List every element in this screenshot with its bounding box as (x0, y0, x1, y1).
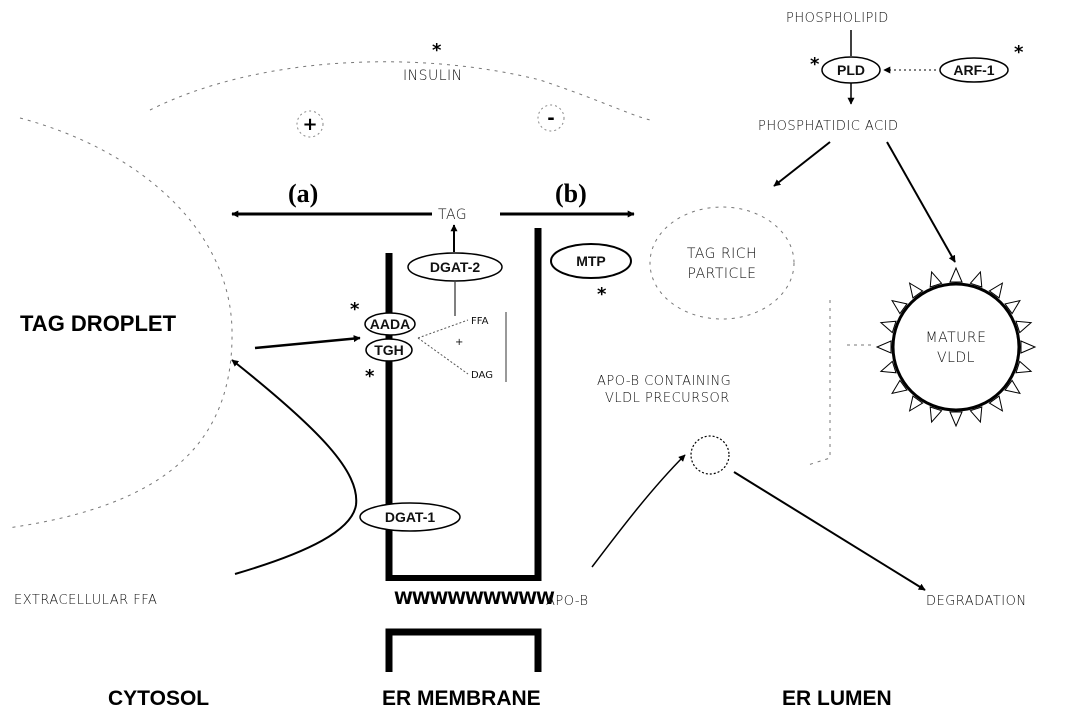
phosphatidic-acid-label: PHOSPHATIDIC ACID (758, 119, 899, 134)
er-membrane-channel-lower (389, 632, 538, 672)
aada-label: AADA (370, 316, 410, 332)
cytosol-label: CYTOSOL (108, 687, 209, 710)
tgh-label: TGH (374, 342, 404, 358)
plus-label: + (455, 337, 463, 348)
lumen-dotted-bracket (808, 300, 830, 465)
mature-vldl-label-2: VLDL (937, 350, 975, 366)
arrow-ffa-to-droplet (232, 360, 356, 574)
apo-b-precursor-label-1: APO-B CONTAINING (597, 374, 731, 389)
insulin-regulation-arc (150, 62, 650, 120)
dag-label: DAG (471, 370, 493, 381)
apo-b-chain: WWWWWWWWW (394, 589, 555, 609)
tag-rich-particle-outline (650, 207, 794, 319)
hydrolysis-to-ffa-line (418, 320, 468, 338)
apoprotein-spike (877, 341, 891, 353)
apo-b-precursor-particle (691, 436, 729, 474)
extracellular-ffa-label: EXTRACELLULAR FFA (14, 593, 157, 608)
arrow-apo-b-to-precursor (592, 455, 685, 567)
er-membrane-label: ER MEMBRANE (382, 687, 541, 710)
pld-label: PLD (837, 62, 865, 78)
dgat2-label: DGAT-2 (430, 259, 481, 275)
tgh-star: * (365, 366, 375, 387)
dgat1-label: DGAT-1 (385, 509, 436, 525)
mature-vldl-particle (893, 284, 1019, 410)
tag-label: TAG (438, 207, 467, 223)
mtp-label: MTP (576, 253, 606, 269)
er-lumen-label: ER LUMEN (782, 687, 892, 710)
phospholipid-label: PHOSPHOLIPID (786, 11, 889, 26)
arrow-pa-to-tag-rich-particle (774, 142, 830, 186)
apo-b-precursor-label-2: VLDL PRECURSOR (605, 391, 730, 406)
pld-star: * (810, 54, 820, 75)
stimulate-sign: + (302, 114, 317, 135)
apoprotein-spike (950, 268, 962, 282)
arrow-droplet-to-aada (255, 338, 360, 348)
mature-vldl-label-1: MATURE (926, 330, 987, 346)
inhibit-sign: - (547, 108, 554, 129)
tag-rich-particle-label-1: TAG RICH (687, 246, 757, 262)
mtp-star: * (597, 284, 607, 305)
arrow-precursor-to-degradation (734, 472, 925, 590)
tag-droplet-label: TAG DROPLET (20, 311, 177, 336)
arf1-label: ARF-1 (953, 62, 994, 78)
apoprotein-spike (950, 412, 962, 426)
insulin-label: INSULIN (403, 68, 463, 84)
degradation-label: DEGRADATION (926, 594, 1027, 609)
tag-rich-particle-label-2: PARTICLE (688, 266, 757, 282)
apo-b-label: APO-B (546, 594, 589, 609)
arf1-star: * (1014, 42, 1024, 63)
pathway-a-label: (a) (288, 179, 318, 208)
aada-star: * (350, 299, 360, 320)
pathway-b-label: (b) (555, 179, 587, 208)
ffa-label: FFA (471, 316, 489, 327)
insulin-star: * (432, 40, 442, 61)
arrow-pa-to-mature-vldl (887, 142, 955, 262)
apoprotein-spike (1021, 341, 1035, 353)
